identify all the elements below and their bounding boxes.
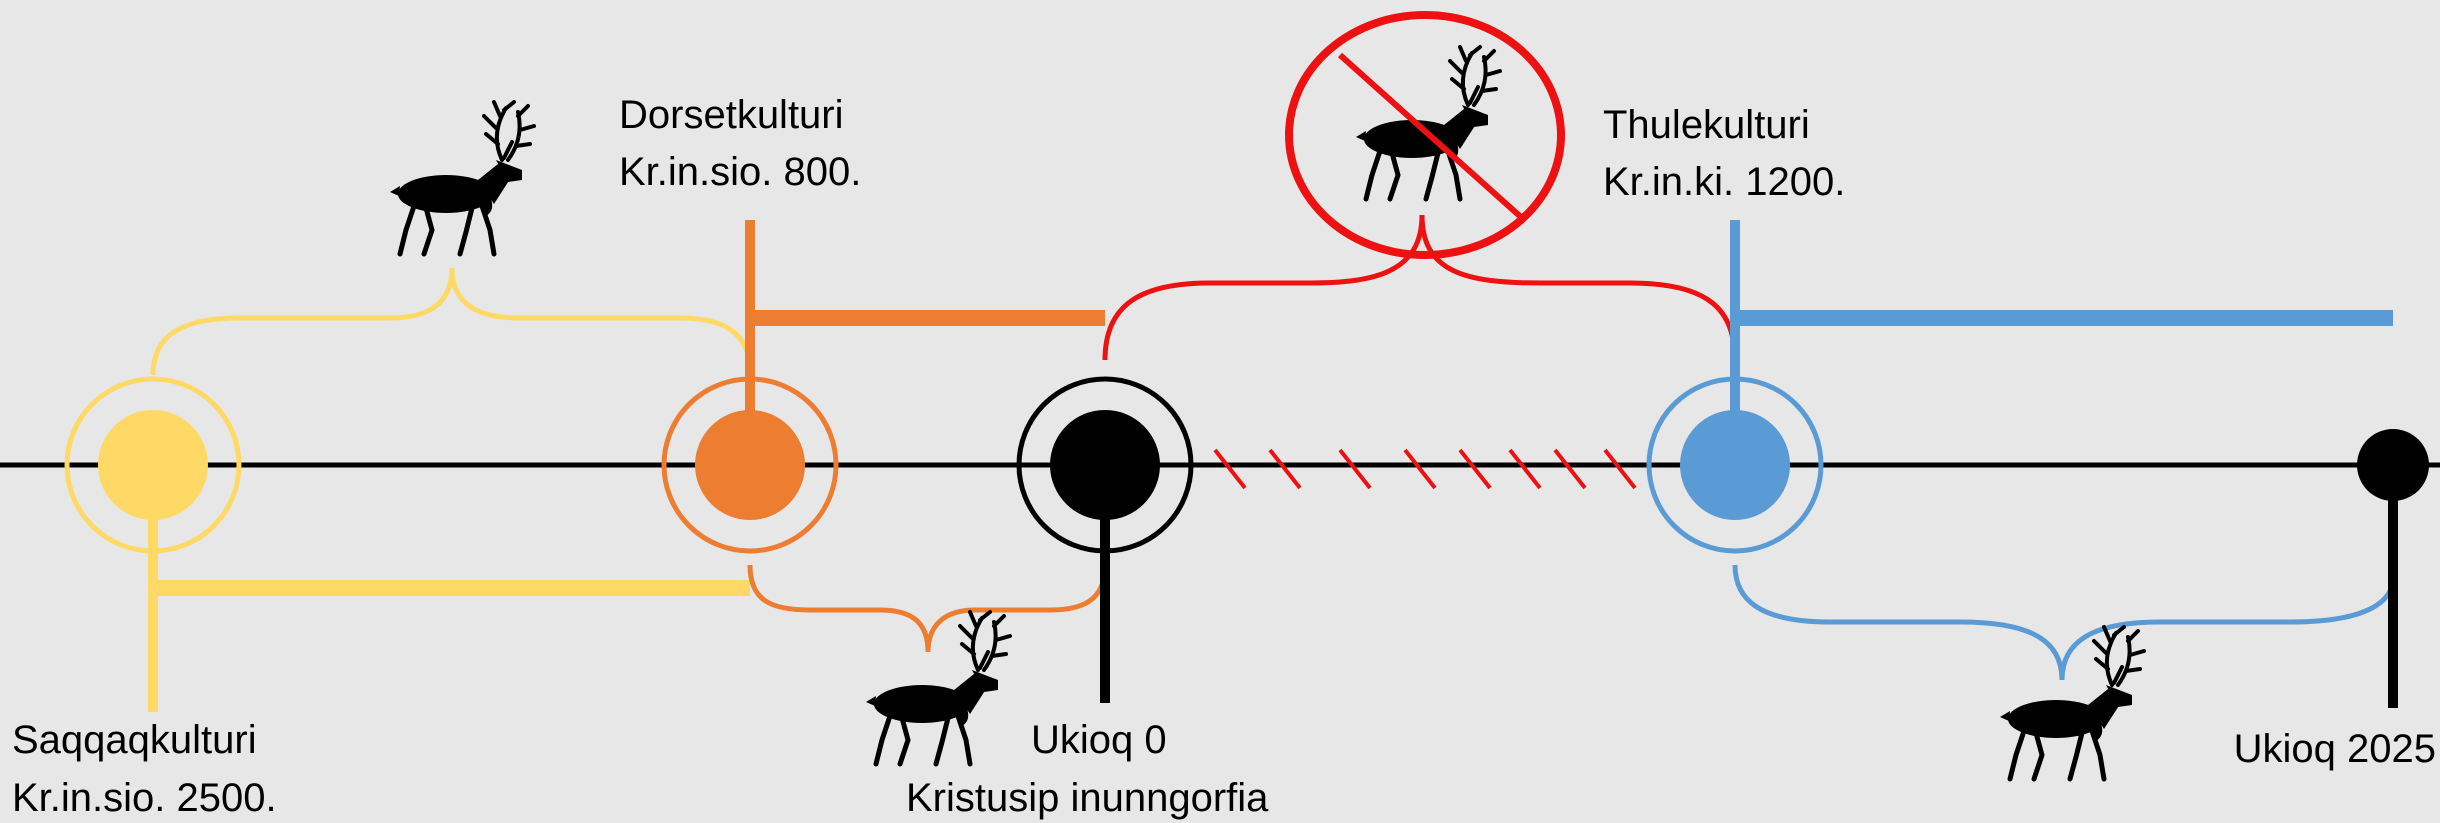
saqqaq-name: Saqqaqkulturi: [12, 718, 257, 762]
no-reindeer-bridge: [1102, 214, 1738, 490]
saqqaq-span: [148, 267, 753, 712]
thule-span: [1730, 220, 2396, 681]
thule-date: Kr.in.ki. 1200.: [1603, 160, 1845, 204]
dorset-marker-dot: [695, 410, 805, 520]
dorset-date: Kr.in.sio. 800.: [619, 150, 861, 194]
reindeer-icon: [390, 102, 534, 254]
saqqaq-marker-ring: [64, 376, 242, 554]
dorset-span: [745, 220, 1108, 653]
year-2025-dot: [2357, 429, 2429, 501]
dorset-name: Dorsetkulturi: [619, 93, 844, 137]
saqqaq-date: Kr.in.sio. 2500.: [12, 776, 277, 820]
dorset-marker-ring: [661, 376, 839, 554]
thule-name: Thulekulturi: [1603, 103, 1810, 147]
year-zero-dot: [1050, 410, 1160, 520]
reindeer-icon: [866, 612, 1010, 764]
thule-marker-dot: [1680, 410, 1790, 520]
year-zero-ring: [1016, 376, 1194, 554]
saqqaq-marker-dot: [98, 410, 208, 520]
year-2025-title: Ukioq 2025: [2234, 727, 2436, 771]
year-zero-subtitle: Kristusip inunngorfia: [906, 776, 1269, 820]
no-reindeer-icon: [1285, 11, 1565, 259]
year-zero-title: Ukioq 0: [1031, 718, 1167, 762]
thule-marker-ring: [1646, 376, 1824, 554]
